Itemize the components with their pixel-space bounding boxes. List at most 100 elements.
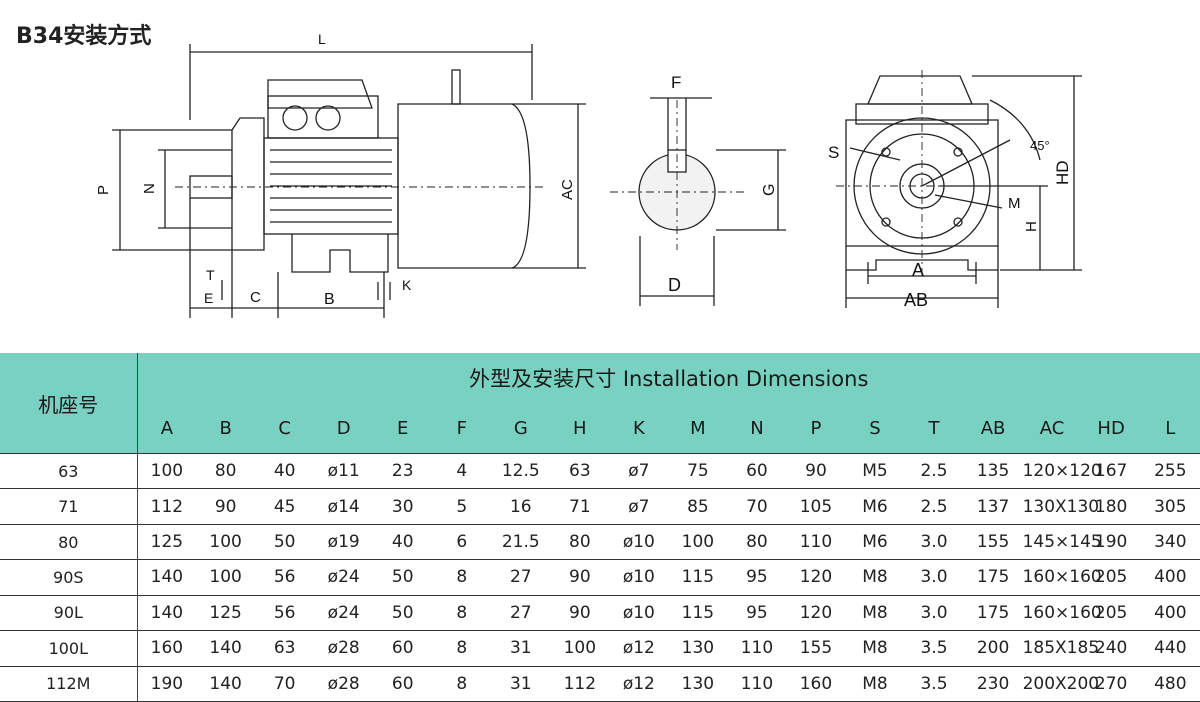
table-cell: 340 [1140, 523, 1200, 560]
table-cell: 3.0 [904, 523, 964, 560]
column-header: P [786, 403, 846, 454]
table-cell: ø28 [314, 630, 374, 667]
motor-drawings: L P N AC T E C B K F G D S 45° HD M H A … [95, 31, 1082, 318]
label-L: L [318, 31, 326, 47]
table-cell: 23 [373, 452, 433, 489]
label-N: N [141, 183, 158, 194]
label-M: M [1008, 195, 1021, 212]
label-A: A [912, 260, 924, 280]
table-cell: 175 [963, 559, 1023, 596]
table-cell: 190 [1081, 523, 1141, 560]
table-cell: 50 [255, 523, 315, 560]
table-cell: 120 [786, 559, 846, 596]
column-header: HD [1081, 403, 1141, 454]
table-cell: 112 [137, 488, 197, 525]
table-cell: 255 [1140, 452, 1200, 489]
table-cell: 90 [196, 488, 256, 525]
table-cell: 8 [432, 559, 492, 596]
column-header: H [550, 403, 610, 454]
column-header: S [845, 403, 905, 454]
table-cell: 90 [550, 594, 610, 631]
page-title: B34安装方式 [16, 24, 152, 49]
label-HD: HD [1053, 160, 1072, 185]
table-cell: 130X130 [1022, 488, 1099, 525]
table-cell: 60 [373, 630, 433, 667]
label-K: K [402, 277, 412, 293]
table-cell: M8 [845, 630, 905, 667]
table-cell: 100 [550, 630, 610, 667]
table-cell: 6 [432, 523, 492, 560]
table-cell: 160×160 [1022, 594, 1102, 631]
table-cell: 110 [786, 523, 846, 560]
table-cell: ø7 [609, 488, 669, 525]
column-header: D [314, 403, 374, 454]
table-cell: 200 [963, 630, 1023, 667]
table-cell: 27 [491, 559, 551, 596]
model-cell: 71 [0, 488, 138, 525]
table-cell: 12.5 [491, 452, 551, 489]
table-cell: 8 [432, 594, 492, 631]
table-cell: 90 [786, 452, 846, 489]
column-header: T [904, 403, 964, 454]
table-cell: 8 [432, 665, 492, 702]
table-cell: 125 [137, 523, 197, 560]
label-S: S [828, 143, 839, 162]
table-cell: 71 [550, 488, 610, 525]
table-cell: 230 [963, 665, 1023, 702]
table-cell: 80 [550, 523, 610, 560]
table-cell: 16 [491, 488, 551, 525]
table-cell: 160×160 [1022, 559, 1102, 596]
model-cell: 112M [0, 665, 138, 702]
table-cell: 100 [196, 523, 256, 560]
column-header: B [196, 403, 256, 454]
label-C: C [250, 289, 261, 306]
table-cell: 40 [373, 523, 433, 560]
table-cell: M8 [845, 665, 905, 702]
table-cell: 175 [963, 594, 1023, 631]
table-cell: ø24 [314, 594, 374, 631]
table-cell: 140 [196, 665, 256, 702]
column-header: C [255, 403, 315, 454]
table-cell: 115 [668, 559, 728, 596]
table-cell: 100 [196, 559, 256, 596]
table-cell: 21.5 [491, 523, 551, 560]
table-cell: ø10 [609, 594, 669, 631]
table-cell: 63 [550, 452, 610, 489]
column-header: M [668, 403, 728, 454]
table-cell: 205 [1081, 559, 1141, 596]
table-cell: 240 [1081, 630, 1141, 667]
model-cell: 80 [0, 523, 138, 560]
table-cell: 105 [786, 488, 846, 525]
table-cell: 2.5 [904, 488, 964, 525]
table-cell: 30 [373, 488, 433, 525]
front-view-drawing [836, 70, 1082, 308]
table-cell: M8 [845, 594, 905, 631]
table-cell: 480 [1140, 665, 1200, 702]
table-cell: 80 [196, 452, 256, 489]
table-cell: 85 [668, 488, 728, 525]
table-cell: 140 [196, 630, 256, 667]
label-AC: AC [559, 179, 576, 200]
table-cell: 31 [491, 665, 551, 702]
column-header: N [727, 403, 787, 454]
label-P: P [95, 185, 112, 195]
table-cell: 3.0 [904, 594, 964, 631]
table-cell: 100 [137, 452, 197, 489]
table-cell: 63 [255, 630, 315, 667]
table-header-row: 机座号 外型及安装尺寸 Installation Dimensions [0, 353, 1200, 454]
table-cell: ø14 [314, 488, 374, 525]
table-cell: ø12 [609, 630, 669, 667]
table-cell: 135 [963, 452, 1023, 489]
table-cell: 270 [1081, 665, 1141, 702]
side-view-drawing [112, 44, 586, 318]
table-cell: 140 [137, 559, 197, 596]
table-cell: 185X185 [1022, 630, 1099, 667]
table-cell: 400 [1140, 559, 1200, 596]
column-header: E [373, 403, 433, 454]
table-cell: 130 [668, 630, 728, 667]
